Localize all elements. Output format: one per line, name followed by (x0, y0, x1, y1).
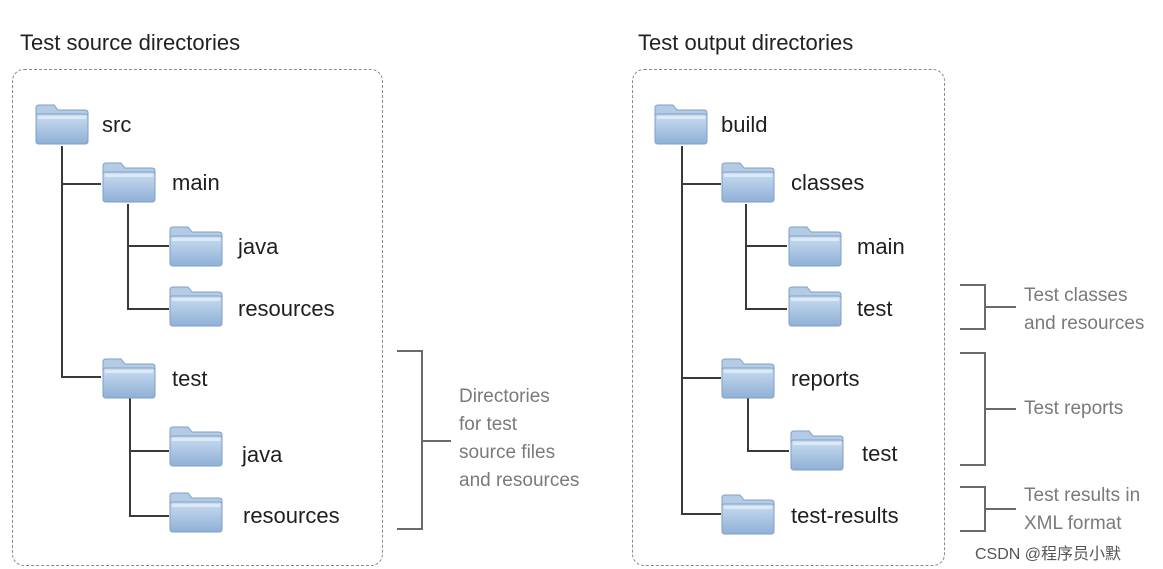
node-label-main: main (857, 234, 905, 259)
annotation-test-reports: Test reports (1024, 398, 1124, 419)
tree-connector (129, 515, 169, 517)
annotation-bracket (960, 284, 986, 330)
tree-connector (681, 377, 721, 379)
watermark: CSDN @程序员小默 (975, 546, 1122, 563)
node-label-resources: resources (238, 296, 335, 321)
folder-icon (168, 490, 224, 534)
tree-connector (127, 308, 169, 310)
folder-icon (168, 224, 224, 268)
tree-connector (747, 450, 789, 452)
node-label-java: java (238, 234, 279, 259)
folder-icon (653, 102, 709, 146)
node-label-build: build (721, 112, 768, 137)
node-label-test: test (857, 296, 893, 321)
tree-connector (681, 513, 721, 515)
tree-connector (745, 204, 747, 309)
annotation-bracket (986, 306, 1016, 308)
tree-connector (61, 183, 101, 185)
node-label-test: test (862, 441, 898, 466)
annotation-bracket (397, 350, 423, 530)
tree-connector (745, 308, 787, 310)
folder-icon (101, 356, 157, 400)
tree-connector (61, 146, 63, 377)
folder-icon (168, 284, 224, 328)
folder-icon (789, 428, 845, 472)
annotation-directories: Directories for test source files and re… (459, 386, 580, 491)
annotation-test-classes: Test classes and resources (1024, 285, 1145, 334)
annotation-test-results: Test results in XML format (1024, 485, 1141, 534)
node-label-src: src (102, 112, 132, 137)
node-label-java: java (242, 442, 283, 467)
tree-connector (747, 398, 749, 451)
tree-connector (127, 204, 129, 309)
folder-icon (720, 492, 776, 536)
folder-icon (720, 356, 776, 400)
annotation-bracket (960, 352, 986, 466)
tree-connector (61, 376, 101, 378)
folder-icon (787, 224, 843, 268)
folder-icon (720, 160, 776, 204)
annotation-bracket (986, 508, 1016, 510)
annotation-bracket (423, 440, 451, 442)
node-label-resources: resources (243, 503, 340, 528)
left-heading: Test source directories (20, 30, 241, 55)
folder-icon (101, 160, 157, 204)
right-tree-box (632, 69, 945, 566)
folder-icon (787, 284, 843, 328)
tree-connector (681, 183, 721, 185)
tree-connector (745, 245, 787, 247)
right-heading: Test output directories (638, 30, 854, 55)
node-label-classes: classes (791, 170, 865, 195)
folder-icon (168, 424, 224, 468)
tree-connector (127, 245, 169, 247)
node-label-test: test (172, 366, 208, 391)
annotation-bracket (960, 486, 986, 532)
node-label-main: main (172, 170, 220, 195)
node-label-reports: reports (791, 366, 860, 391)
annotation-bracket (986, 408, 1016, 410)
tree-connector (129, 450, 169, 452)
tree-connector (681, 146, 683, 514)
tree-connector (129, 398, 131, 516)
left-tree-box (12, 69, 383, 566)
folder-icon (34, 102, 90, 146)
node-label-test-results: test-results (791, 503, 899, 528)
